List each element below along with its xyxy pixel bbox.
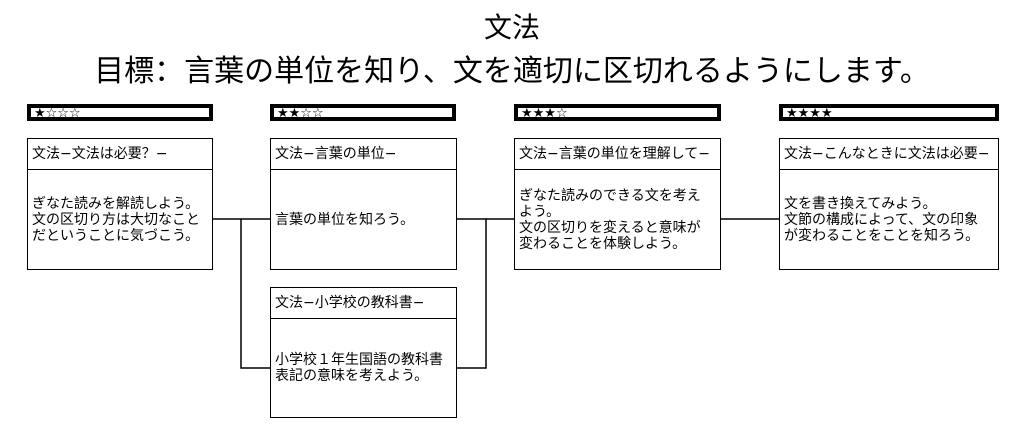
level-3-stars: ★★★☆: [514, 104, 721, 121]
level-2-stars: ★★☆☆: [270, 104, 456, 121]
card-title: 文法−こんなときに文法は必要−: [780, 139, 998, 170]
card-when-grammar-needed: 文法−こんなときに文法は必要− 文を書き換えてみよう。 文節の構成によって、文の…: [779, 138, 999, 270]
connector-line: [240, 219, 271, 369]
diagram-title: 文法: [483, 11, 540, 44]
card-body: 文を書き換えてみよう。 文節の構成によって、文の印象 が変わることをことを知ろう…: [784, 195, 980, 244]
card-elementary-textbook: 文法−小学校の教科書− 小学校１年生国語の教科書 表記の意味を考えよう。: [270, 287, 457, 418]
card-body: ぎなた読みのできる文を考え よう。 文の区切りを変えると意味が 変わることを体験…: [519, 187, 701, 252]
card-body: 小学校１年生国語の教科書 表記の意味を考えよう。: [275, 352, 443, 384]
card-title: 文法−文法は必要？−: [28, 139, 212, 170]
goal-statement: 目標：言葉の単位を知り、文を適切に区切れるようにします。: [94, 54, 930, 89]
card-title: 文法−言葉の単位を理解して−: [515, 139, 720, 170]
connector-line: [457, 218, 487, 369]
card-grammar-necessity: 文法−文法は必要？− ぎなた読みを解読しよう。 文の区切り方は大切なこと だとい…: [27, 138, 213, 270]
level-1-stars: ★☆☆☆: [27, 104, 213, 121]
card-word-units: 文法−言葉の単位− 言葉の単位を知ろう。: [270, 138, 457, 270]
card-title: 文法−言葉の単位−: [271, 139, 456, 170]
card-understanding-units: 文法−言葉の単位を理解して− ぎなた読みのできる文を考え よう。 文の区切りを変…: [514, 138, 721, 270]
card-body: ぎなた読みを解読しよう。 文の区切り方は大切なこと だということに気づこう。: [32, 195, 200, 244]
card-body: 言葉の単位を知ろう。: [275, 211, 415, 228]
level-4-stars: ★★★★: [779, 104, 999, 121]
card-title: 文法−小学校の教科書−: [271, 288, 456, 319]
